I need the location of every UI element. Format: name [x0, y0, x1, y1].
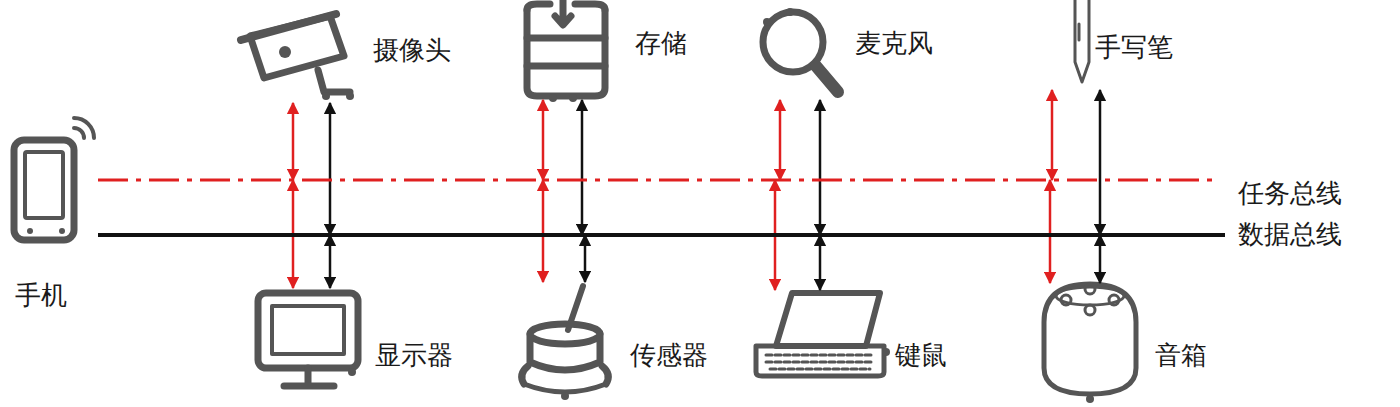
- data-arrow: [1099, 90, 1102, 235]
- task-arrow: [1051, 90, 1054, 180]
- device-label: 存储: [635, 28, 687, 58]
- display-icon: [258, 293, 358, 386]
- keyboard-node: 键鼠: [745, 290, 951, 386]
- storage-icon: [527, 0, 605, 102]
- data-arrow: [584, 235, 587, 282]
- stylus-node: 手写笔: [1040, 0, 1177, 90]
- data-arrow: [329, 235, 332, 288]
- bus-line: [98, 166, 1219, 212]
- data-arrow: [819, 100, 822, 235]
- keyboard-icon: [756, 293, 890, 376]
- task-arrow: [542, 180, 545, 282]
- task-arrow: [292, 103, 295, 180]
- device-label: 麦克风: [855, 28, 933, 58]
- storage-node: 存储: [515, 0, 691, 100]
- phone-icon: [14, 118, 94, 240]
- data-arrow: [1099, 235, 1102, 283]
- data-arrow: [581, 100, 584, 235]
- bus-stroke: [98, 179, 1215, 182]
- device-label: 传感器: [630, 340, 708, 370]
- data-arrow: [329, 103, 332, 235]
- sensor-icon: [522, 286, 609, 400]
- speaker-icon: [1044, 284, 1136, 403]
- device-label: 显示器: [375, 340, 453, 370]
- device-label: 音箱: [1155, 340, 1207, 370]
- data-arrow: [819, 235, 822, 290]
- camera-icon: [241, 14, 354, 100]
- stylus-icon: [1075, 0, 1089, 82]
- bus-label: 任务总线: [1238, 178, 1342, 208]
- bus-label: 数据总线: [1238, 219, 1342, 249]
- microphone-icon: [763, 8, 838, 92]
- data-bus: 数据总线: [98, 218, 1398, 254]
- device-label: 手机: [15, 280, 67, 310]
- device-label: 摄像头: [373, 35, 451, 65]
- phone-node: 手机: [5, 118, 105, 318]
- speaker-node: 音箱: [1030, 283, 1211, 398]
- device-label: 手写笔: [1095, 32, 1173, 62]
- task-arrow: [542, 100, 545, 180]
- task-arrow: [1049, 180, 1052, 283]
- microphone-node: 麦克风: [745, 0, 937, 100]
- device-label: 键鼠: [895, 340, 947, 370]
- task-arrow: [779, 100, 782, 180]
- bus-line: [98, 218, 1229, 254]
- display-node: 显示器: [250, 288, 457, 390]
- sensor-node: 传感器: [515, 282, 712, 400]
- task-bus: 任务总线: [98, 166, 1398, 212]
- camera-node: 摄像头: [235, 8, 455, 103]
- bus-stroke: [98, 233, 1225, 237]
